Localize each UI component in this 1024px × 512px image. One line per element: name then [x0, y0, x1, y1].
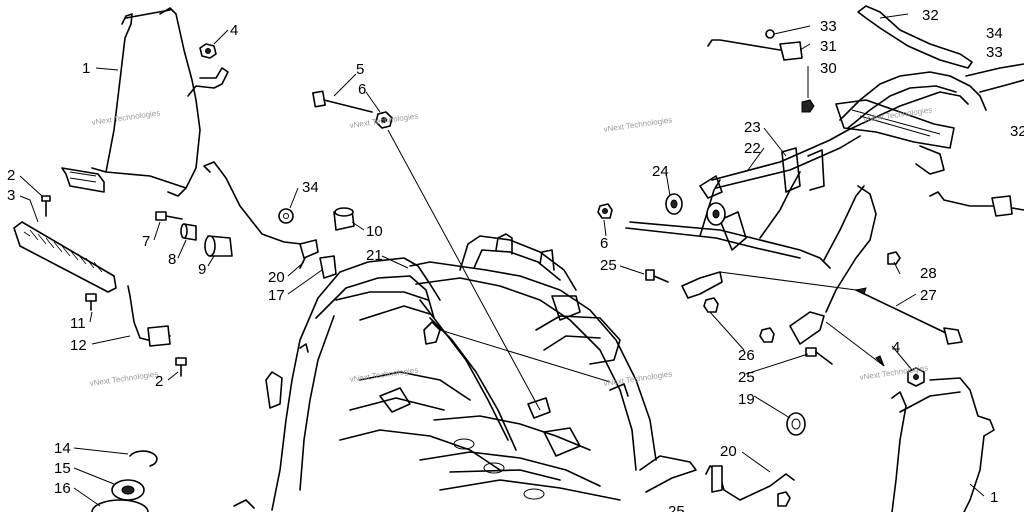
callout-label: 25	[738, 369, 755, 386]
part-24-mounts	[665, 193, 726, 226]
callout-label: 6	[600, 235, 608, 252]
arrow-head-27	[854, 287, 867, 295]
callout-label: 3	[7, 187, 15, 204]
callout-label: 11	[70, 315, 86, 332]
callout-label: 21	[366, 247, 383, 264]
watermark-text: vNext Technologies	[349, 365, 419, 384]
part-26-nut	[703, 297, 775, 343]
part-10-bushing	[333, 207, 355, 231]
callout-label: 7	[142, 233, 150, 250]
part-21-main-frame	[233, 233, 697, 511]
part-30-rod	[707, 39, 803, 61]
part-1-bracket-right	[891, 377, 995, 512]
callout-label: 14	[54, 440, 71, 457]
callout-label: 1	[990, 489, 998, 506]
part-2-bolt-lower	[175, 357, 187, 377]
part-16-hub	[91, 499, 149, 512]
part-31-clip	[765, 29, 775, 39]
callout-label: 27	[920, 287, 937, 304]
part-11-bolt	[85, 293, 97, 311]
callout-label: 26	[738, 347, 755, 364]
callout-label: 32	[922, 7, 939, 24]
part-32-brace	[857, 5, 973, 69]
part-15-bearing	[111, 479, 145, 501]
part-28-bolt	[887, 251, 901, 265]
callout-label: 5	[356, 61, 364, 78]
callout-label: 4	[892, 339, 900, 356]
part-7-bolt	[155, 211, 183, 221]
part-8-spacer	[180, 223, 197, 241]
leader-line-6	[387, 129, 541, 411]
part-22-rear-subframe	[625, 63, 1024, 345]
arrow-head-4	[875, 355, 885, 367]
callout-label: 15	[54, 460, 71, 477]
callout-label: 2	[155, 373, 163, 390]
part-25-bolt-lower	[805, 347, 833, 365]
callout-label: 9	[198, 261, 206, 278]
part-4-nut	[199, 43, 217, 59]
part-3-footpeg	[13, 221, 117, 293]
callout-label: 10	[366, 223, 383, 240]
part-6-nut-right	[597, 203, 613, 219]
part-20-cable-right	[929, 191, 1024, 217]
callout-label: 23	[744, 119, 761, 136]
part-6-nut	[375, 111, 393, 129]
callout-label: 17	[268, 287, 285, 304]
callout-label: 24	[652, 163, 669, 180]
callout-label: 25	[600, 257, 617, 274]
callout-label: 33	[820, 18, 837, 35]
callout-label: 34	[302, 179, 319, 196]
part-9-bushing	[204, 235, 233, 257]
part-4-nut-right	[907, 367, 925, 387]
callout-label: 8	[168, 251, 176, 268]
part-20-cable-lower	[705, 465, 795, 507]
callout-label: 2	[7, 167, 15, 184]
part-1-footrest-bracket	[61, 7, 229, 197]
watermark-text: vNext Technologies	[89, 369, 159, 388]
callout-label: 22	[744, 140, 761, 157]
part-34-washer	[278, 208, 294, 224]
callout-label: 16	[54, 480, 71, 497]
watermark-text: vNext Technologies	[603, 115, 673, 134]
callout-label: 20	[720, 443, 737, 460]
callout-label: 32	[1010, 123, 1024, 140]
leader-line-21	[439, 329, 611, 383]
callout-label: 20	[268, 269, 285, 286]
callouts: 1 4 2 3 5 6 7 8 9 34 10 21 20 17 11 12 2…	[7, 7, 1024, 512]
part-29-nut	[801, 99, 815, 113]
callout-label: 12	[70, 337, 87, 354]
callout-label: 4	[230, 22, 238, 39]
leader-line-25-right	[719, 271, 857, 291]
callout-label: 6	[358, 81, 366, 98]
part-5-bolt	[312, 90, 373, 113]
callout-label: 34	[986, 25, 1003, 42]
part-20-cable	[203, 161, 337, 279]
callout-label: 33	[986, 44, 1003, 61]
callout-label: 30	[820, 60, 837, 77]
watermark-text: vNext Technologies	[91, 108, 161, 127]
callout-label: 28	[920, 265, 937, 282]
part-14-snap-ring	[129, 450, 158, 467]
part-19-washer	[786, 412, 806, 436]
callout-label: 25	[668, 503, 685, 512]
callout-label: 1	[82, 60, 90, 77]
part-12-bracket	[127, 285, 171, 347]
callout-label: 19	[738, 391, 755, 408]
leader-line-4-right	[825, 321, 885, 367]
callout-label: 31	[820, 38, 837, 55]
part-27-long-bolt	[855, 289, 963, 345]
part-2-bolt	[41, 195, 51, 217]
part-25-bolt	[645, 269, 669, 283]
